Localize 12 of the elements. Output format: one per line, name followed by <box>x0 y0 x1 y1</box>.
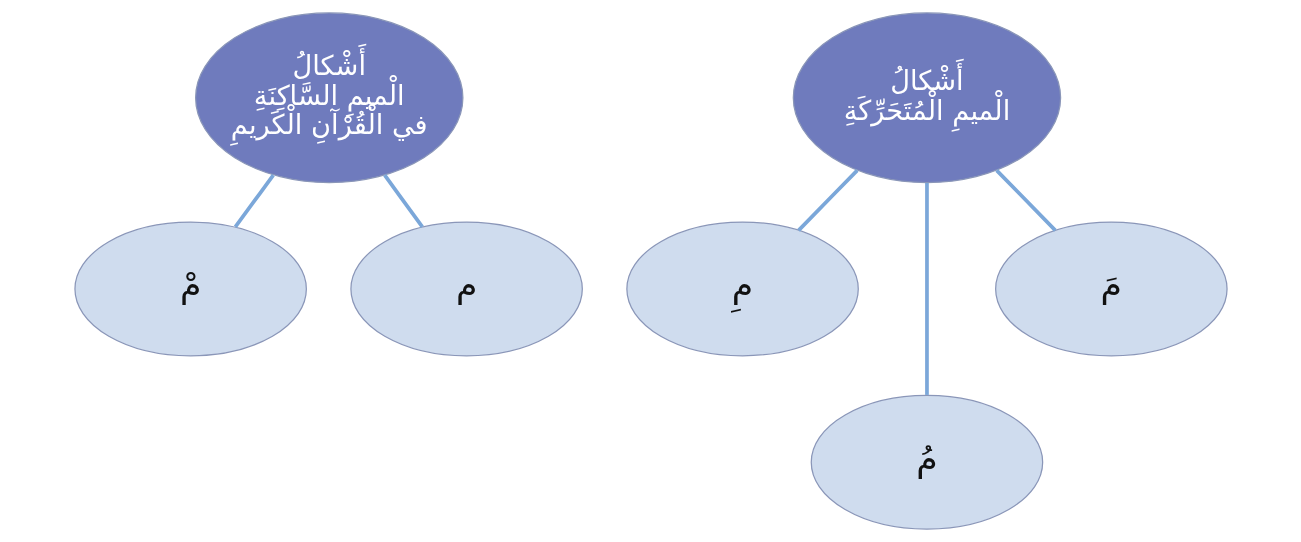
connector <box>233 174 275 228</box>
connector <box>382 174 424 228</box>
node-ellipse: مَ <box>994 221 1228 357</box>
node-ellipse: مُ <box>810 394 1043 530</box>
connector <box>924 182 929 395</box>
node-ellipse: أَشْكالُ الْميمِ الْمُتَحَرِّكَةِ <box>792 12 1061 184</box>
node-ellipse: مْ <box>73 221 307 357</box>
node-ellipse: مِ <box>625 221 859 357</box>
node-ellipse: أَشْكالُ الْميمِ السَّاكِنَةِ في الْقُرْآنِ الْكَريمِ <box>194 12 463 184</box>
connector <box>796 169 859 232</box>
node-ellipse: م <box>349 221 583 357</box>
connector <box>994 169 1057 232</box>
